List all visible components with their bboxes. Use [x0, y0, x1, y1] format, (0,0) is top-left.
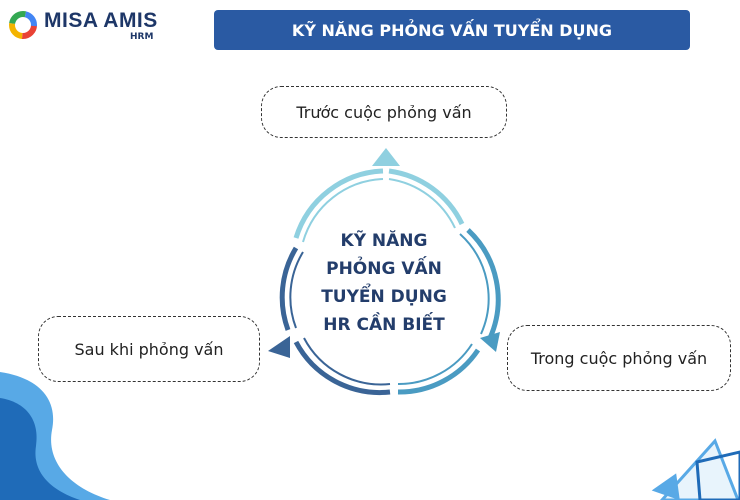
center-label: KỸ NĂNG PHỎNG VẤN TUYỂN DỤNG HR CẦN BIẾT	[304, 218, 464, 348]
stage-label-after: Sau khi phỏng vấn	[74, 339, 224, 359]
stage-label-during: Trong cuộc phỏng vấn	[530, 348, 708, 368]
arc-right	[466, 228, 501, 340]
center-line-1: KỸ NĂNG	[340, 231, 428, 251]
center-line-3: TUYỂN DỤNG	[321, 287, 447, 307]
stage-node-after: Sau khi phỏng vấn	[38, 316, 260, 382]
center-line-2: PHỎNG VẤN	[326, 259, 442, 279]
brand-logo: MISA AMIS HRM	[8, 6, 158, 46]
center-line-4: HR CẦN BIẾT	[323, 315, 445, 335]
brand-name: MISA AMIS	[44, 9, 158, 32]
arrow-up-icon	[372, 148, 400, 166]
triangle-decoration	[651, 438, 740, 500]
wave-dark-shape	[0, 398, 80, 500]
misa-logo-icon	[9, 11, 37, 39]
arc-top	[293, 168, 384, 239]
arc-left	[293, 340, 391, 396]
page-title: KỸ NĂNG PHỎNG VẤN TUYỂN DỤNG	[291, 20, 613, 40]
header-banner: KỸ NĂNG PHỎNG VẤN TUYỂN DỤNG	[214, 10, 690, 50]
stage-label-before: Trước cuộc phỏng vấn	[296, 102, 472, 122]
arrow-down-icon	[480, 332, 500, 352]
arrow-left-icon	[268, 336, 290, 358]
stage-node-during: Trong cuộc phỏng vấn	[507, 325, 731, 391]
stage-node-before: Trước cuộc phỏng vấn	[261, 86, 507, 138]
brand-subtitle: HRM	[130, 32, 154, 42]
